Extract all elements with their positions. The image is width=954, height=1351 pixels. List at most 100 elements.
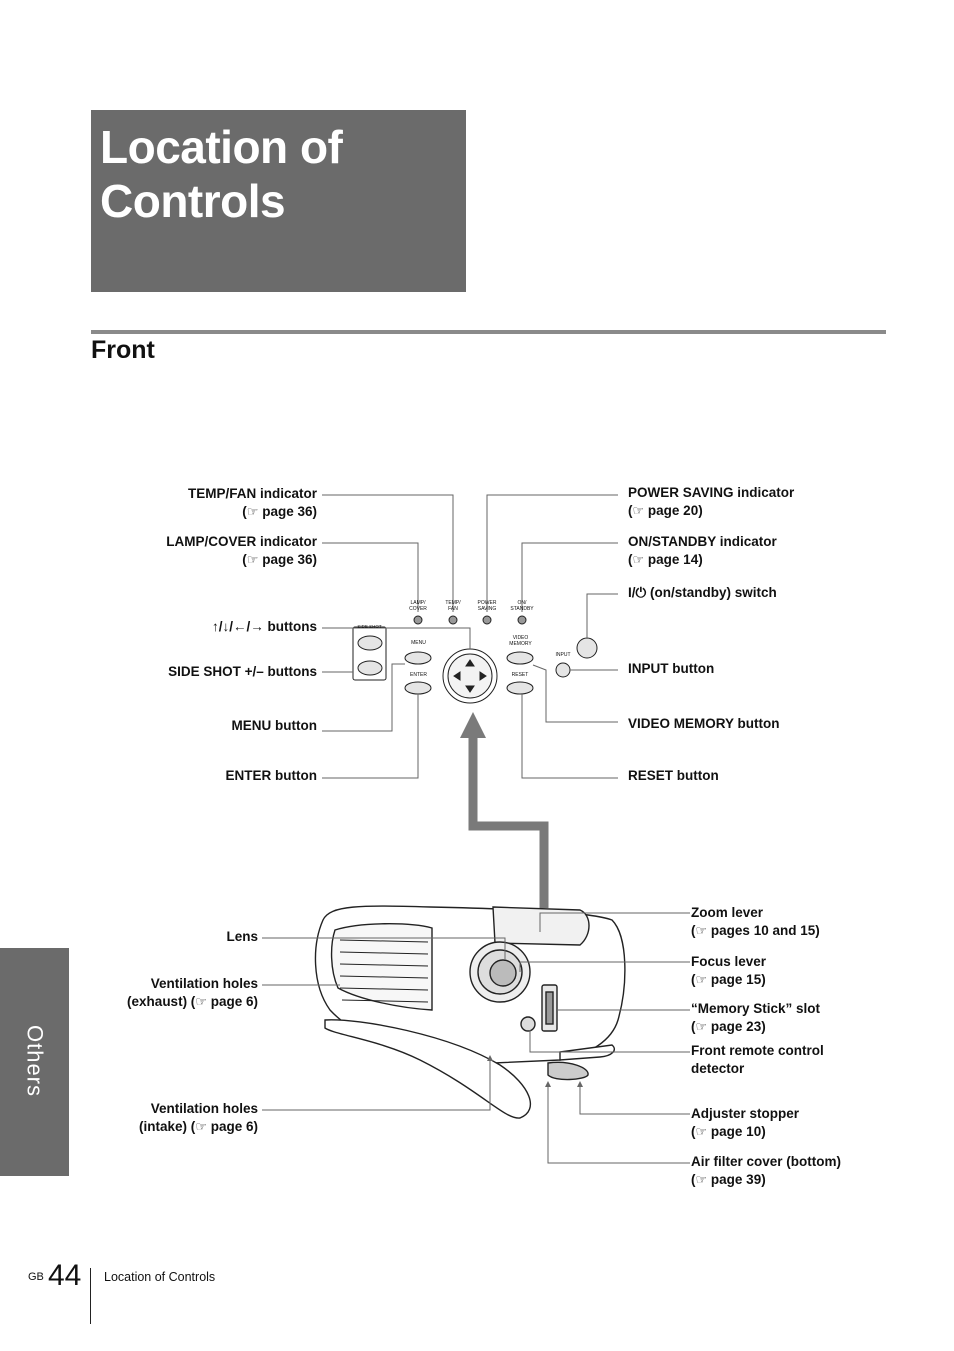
label-lamp-cover-text: LAMP/COVER indicator <box>166 534 317 549</box>
panel-pointer-arrowhead <box>460 712 486 738</box>
panel-temp-fan: TEMP/ FAN <box>445 600 461 612</box>
page-title-line-1: Location of <box>100 121 343 173</box>
side-shot-box <box>352 626 387 681</box>
label-temp-fan: TEMP/FAN indicator(☞ page 36) <box>187 486 317 519</box>
pointing-hand-icon: ☞ <box>632 552 645 567</box>
label-arrow-buttons-text: buttons <box>267 619 318 634</box>
panel-on-standby: ON/ STANDBY <box>510 600 534 612</box>
video-memory-button-shape <box>506 651 534 665</box>
label-temp-fan-text: TEMP/FAN indicator <box>187 486 317 501</box>
footer-divider <box>90 1268 91 1324</box>
pointing-hand-icon: ☞ <box>695 1172 708 1187</box>
label-side-shot: SIDE SHOT +/– buttons <box>168 664 317 679</box>
page-number: 44 <box>48 1259 82 1292</box>
label-vent-intake-line1: Ventilation holes <box>150 1101 258 1116</box>
panel-reset: RESET <box>511 672 529 678</box>
label-lamp-cover-ref: page 36) <box>262 552 317 567</box>
section-rule <box>91 330 886 334</box>
power-saving-indicator <box>482 615 492 625</box>
power-switch-shape <box>576 637 598 659</box>
label-adjuster-text: Adjuster stopper <box>691 1106 800 1121</box>
label-temp-fan-ref: page 36) <box>262 504 317 519</box>
projector-body <box>314 905 626 1119</box>
label-memory-stick-ref: page 23) <box>710 1019 766 1034</box>
label-adjuster-ref: page 10) <box>710 1124 766 1139</box>
menu-button-shape <box>404 651 432 665</box>
leader-lines <box>262 494 690 1164</box>
label-memory-stick: “Memory Stick” slot(☞ page 23) <box>691 1001 821 1034</box>
footer-region: GB <box>28 1271 44 1283</box>
label-focus: Focus lever(☞ page 15) <box>691 954 767 987</box>
label-video-memory: VIDEO MEMORY button <box>628 716 780 731</box>
arrow-pad-arrows <box>453 659 487 693</box>
input-button-shape <box>555 662 571 678</box>
label-menu: MENU button <box>231 718 317 733</box>
pointing-hand-icon: ☞ <box>246 504 259 519</box>
label-input: INPUT button <box>628 661 715 676</box>
panel-lamp-cover: LAMP/ COVER <box>409 600 427 612</box>
control-panel <box>352 615 598 704</box>
label-lens: Lens <box>226 929 258 944</box>
label-focus-ref: page 15) <box>710 972 766 987</box>
pointing-hand-icon: ☞ <box>195 994 207 1009</box>
label-on-standby-text: ON/STANDBY indicator <box>628 534 777 549</box>
pointing-hand-icon: ☞ <box>246 552 259 567</box>
label-arrow-buttons: ↑/↓/←/→ buttons <box>212 618 317 636</box>
label-zoom: Zoom lever(☞ pages 10 and 15) <box>691 905 820 938</box>
label-adjuster: Adjuster stopper(☞ page 10) <box>691 1106 800 1139</box>
label-vent-exhaust: Ventilation holes (exhaust) (☞ page 6) <box>127 975 258 1011</box>
enter-button-shape <box>404 681 432 695</box>
side-shot-plus-button <box>357 635 383 651</box>
label-zoom-text: Zoom lever <box>691 905 764 920</box>
side-tab[interactable]: Others <box>0 948 69 1176</box>
label-memory-stick-text: “Memory Stick” slot <box>691 1001 821 1016</box>
panel-pointer-arrow <box>468 736 549 908</box>
label-vent-intake: Ventilation holes (intake) (☞ page 6) <box>139 1100 258 1136</box>
label-power-saving-text: POWER SAVING indicator <box>628 485 795 500</box>
side-shot-minus-button <box>357 660 383 676</box>
panel-power-saving: POWER SAVING <box>477 600 497 612</box>
panel-menu: MENU <box>411 640 426 646</box>
label-on-standby-ref: page 14) <box>647 552 703 567</box>
footer-running-title: Location of Controls <box>104 1270 216 1284</box>
lamp-cover-indicator <box>413 615 423 625</box>
label-reset: RESET button <box>628 768 719 783</box>
label-vent-intake-line2: (intake) ( <box>139 1119 196 1134</box>
pointing-hand-icon: ☞ <box>695 1019 708 1034</box>
arrow-pad <box>447 653 493 699</box>
pointing-hand-icon: ☞ <box>632 503 645 518</box>
power-symbol-icon: I/⏻ <box>628 585 647 600</box>
page-title-line-2: Controls <box>100 175 286 227</box>
section-heading: Front <box>91 336 155 364</box>
arrow-keys-icon: ↑/↓/←/→ <box>211 619 264 634</box>
panel-video-memory: VIDEO MEMORY <box>509 635 532 647</box>
label-switch: I/⏻ (on/standby) switch <box>628 584 777 602</box>
label-air-filter-text: Air filter cover (bottom) <box>691 1154 842 1169</box>
label-lamp-cover: LAMP/COVER indicator(☞ page 36) <box>166 534 317 567</box>
pointing-hand-icon: ☞ <box>695 972 708 987</box>
on-standby-indicator <box>517 615 527 625</box>
label-enter: ENTER button <box>225 768 317 783</box>
label-power-saving: POWER SAVING indicator(☞ page 20) <box>628 485 795 518</box>
pointing-hand-icon: ☞ <box>195 1119 207 1134</box>
label-focus-text: Focus lever <box>691 954 767 969</box>
label-switch-text: (on/standby) switch <box>649 585 777 600</box>
label-zoom-ref: pages 10 and 15) <box>710 923 820 938</box>
pointing-hand-icon: ☞ <box>695 1124 708 1139</box>
temp-fan-indicator <box>448 615 458 625</box>
panel-enter: ENTER <box>410 672 427 678</box>
label-vent-exhaust-ref: page 6) <box>210 994 258 1009</box>
label-power-saving-ref: page 20) <box>647 503 703 518</box>
reset-button-shape <box>506 681 534 695</box>
label-vent-exhaust-line2: (exhaust) ( <box>127 994 196 1009</box>
label-air-filter-ref: page 39) <box>710 1172 766 1187</box>
panel-input: INPUT <box>555 652 571 658</box>
label-remote-line2: detector <box>691 1061 745 1076</box>
label-vent-exhaust-line1: Ventilation holes <box>150 976 258 991</box>
pointing-hand-icon: ☞ <box>695 923 708 938</box>
label-vent-intake-ref: page 6) <box>210 1119 258 1134</box>
